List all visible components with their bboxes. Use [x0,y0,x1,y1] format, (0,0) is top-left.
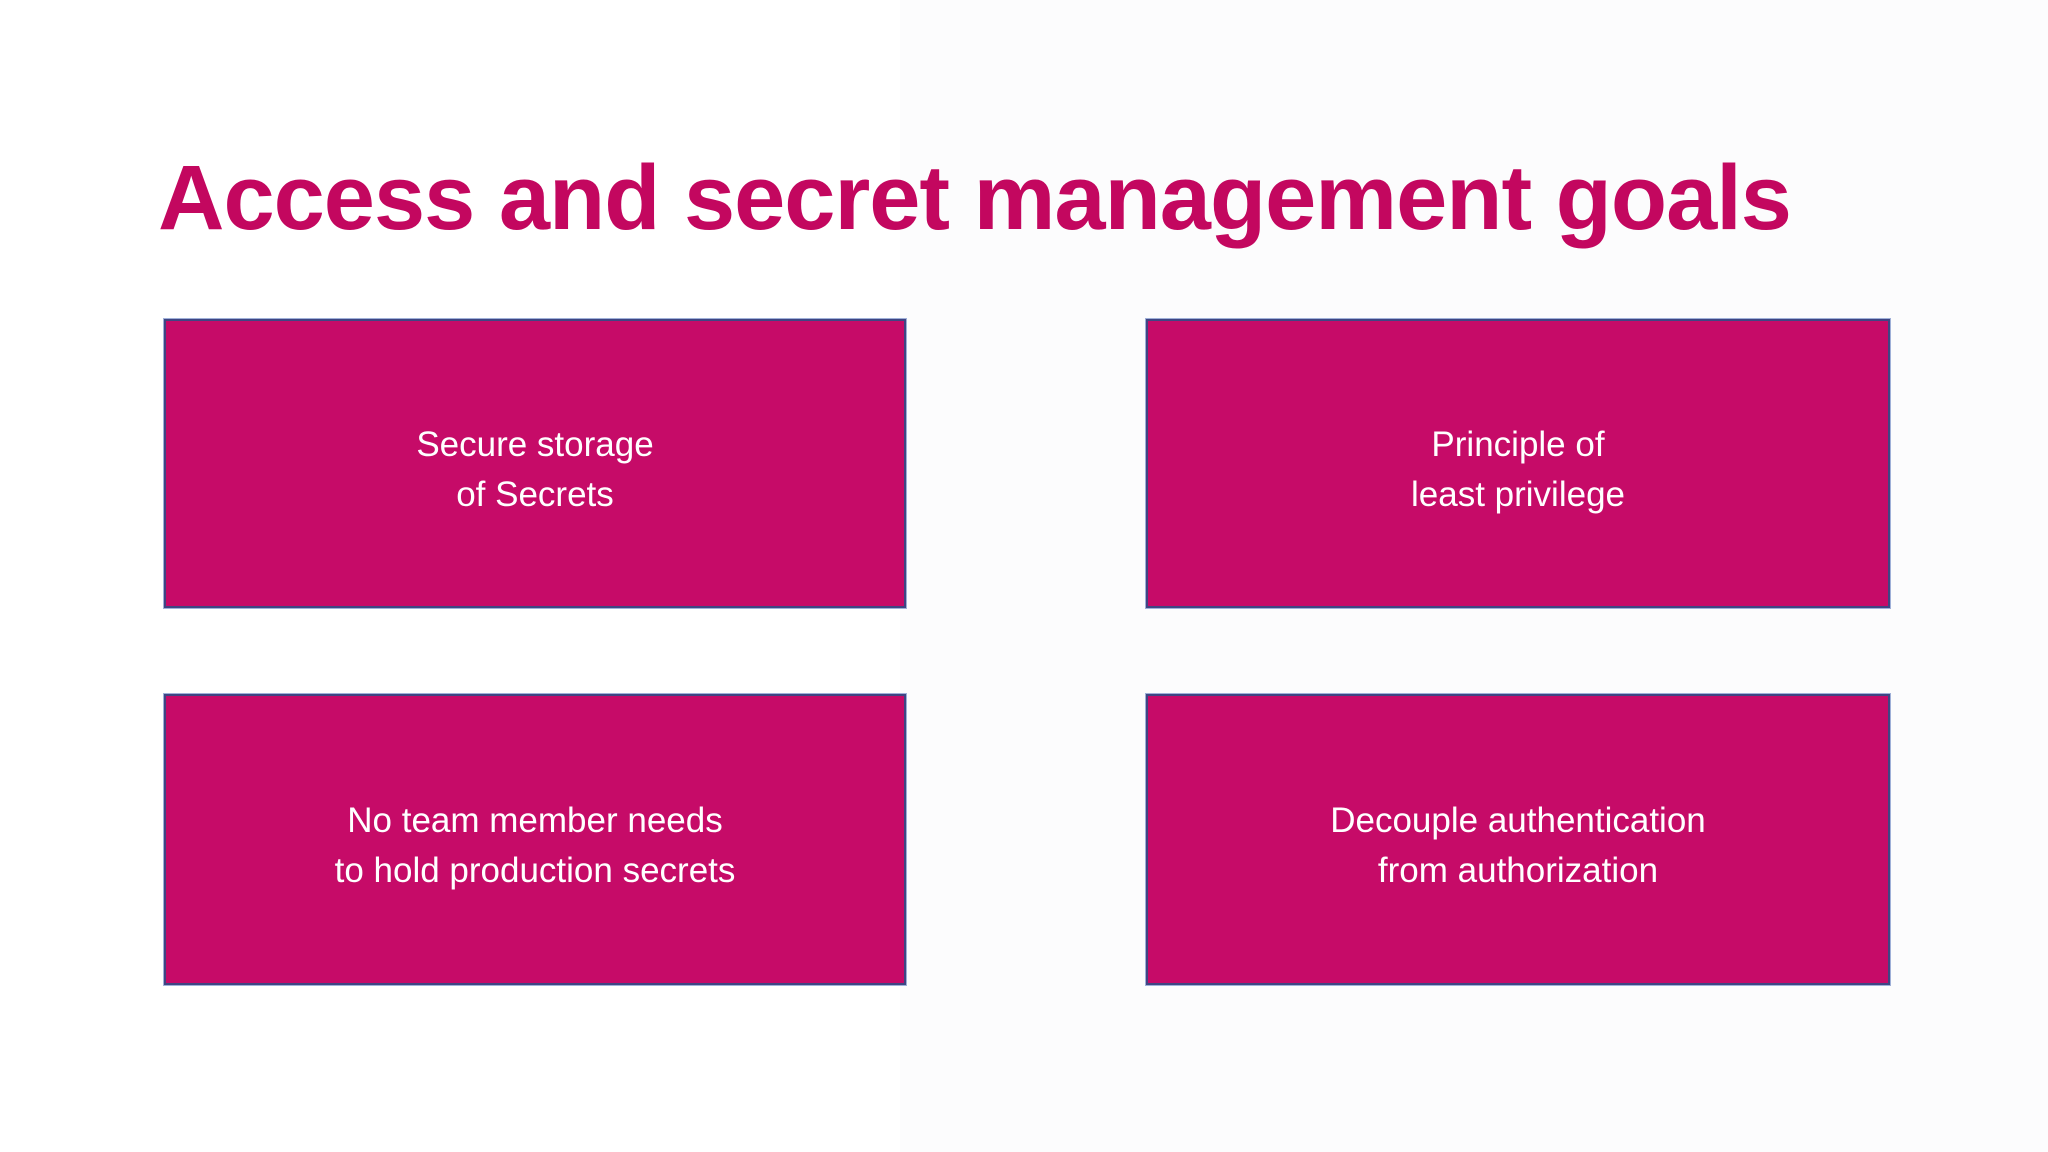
goal-box-label: Decouple authentication from authorizati… [1330,800,1706,890]
slide-title: Access and secret management goals [158,146,1792,249]
goal-box-label: Principle of least privilege [1411,424,1625,514]
goal-box-decouple-auth: Decouple authentication from authorizati… [1145,693,1891,986]
goal-box-secure-storage: Secure storage of Secrets [163,318,907,609]
goal-box-least-privilege: Principle of least privilege [1145,318,1891,609]
goal-box-label: No team member needs to hold production … [334,800,736,890]
goal-box-no-production-secrets: No team member needs to hold production … [163,693,907,986]
goal-box-label: Secure storage of Secrets [416,424,654,514]
